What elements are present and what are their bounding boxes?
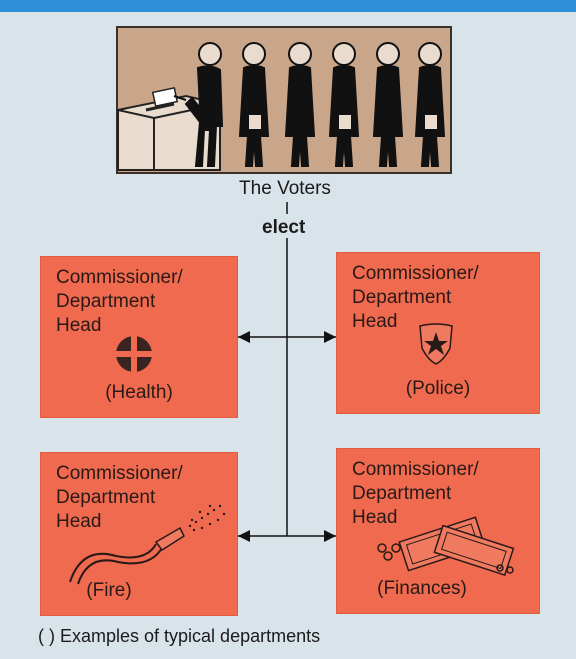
- department-box-police: Commissioner/ Department Head (Police): [336, 252, 540, 414]
- voter-figure-icon: [414, 42, 446, 167]
- department-name: (Health): [105, 382, 173, 403]
- department-name: (Finances): [377, 578, 467, 599]
- department-box-fire: Commissioner/ Department Head (Fire): [40, 452, 238, 616]
- voter-figure-icon: [173, 42, 224, 167]
- department-title: Commissioner/ Department Head: [56, 267, 183, 336]
- department-title: Commissioner/ Department Head: [56, 463, 183, 532]
- health-cross-icon: [116, 336, 152, 372]
- voters-label: The Voters: [239, 178, 331, 199]
- elect-label: elect: [262, 217, 306, 238]
- voters-illustration: [116, 26, 452, 174]
- police-badge-icon: [419, 323, 453, 365]
- voter-figure-icon: [372, 42, 404, 167]
- voters-drawing: [117, 42, 446, 171]
- voter-figure-icon: [284, 42, 316, 167]
- arrow-left-icon: [238, 331, 336, 343]
- fire-hose-icon: [69, 504, 226, 585]
- top-color-band: [0, 0, 576, 12]
- department-box-finances: Commissioner/ Department Head (Finances): [336, 448, 540, 614]
- department-title: Commissioner/ Department Head: [352, 459, 479, 528]
- department-name: (Police): [405, 378, 471, 399]
- department-title: Commissioner/ Department Head: [352, 263, 479, 332]
- voter-figure-icon: [328, 42, 360, 167]
- caption: ( ) Examples of typical departments: [38, 626, 321, 646]
- money-bills-icon: [377, 516, 515, 577]
- voter-figure-icon: [238, 42, 270, 167]
- ballot-paper-icon: [151, 86, 179, 108]
- department-box-health: Commissioner/ Department Head (Health): [40, 256, 238, 418]
- arrow-right-icon: [238, 530, 336, 542]
- department-name: (Fire): [86, 580, 132, 601]
